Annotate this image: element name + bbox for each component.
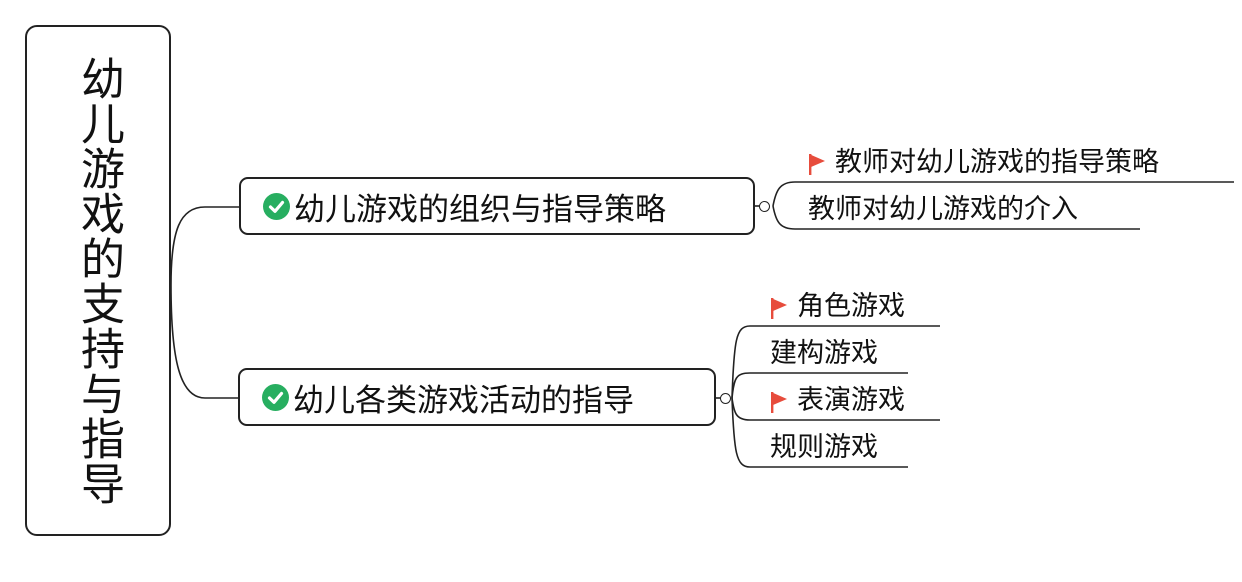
connector-leaf-2-4	[731, 397, 908, 468]
check-circle-icon	[262, 383, 289, 411]
leaf-label: 教师对幼儿游戏的介入	[808, 194, 1078, 225]
leaf-label: 规则游戏	[770, 432, 878, 463]
connector-root-topic-2	[170, 284, 238, 399]
topic-node-activities[interactable]: 幼儿各类游戏活动的指导	[238, 368, 716, 426]
leaf-node[interactable]: 建构游戏	[770, 339, 878, 369]
flag-icon	[770, 296, 788, 319]
check-circle-icon	[263, 192, 290, 220]
flag-icon	[808, 152, 826, 175]
leaf-label: 表演游戏	[797, 385, 905, 416]
collapse-toggle-topic-1[interactable]	[759, 201, 770, 212]
leaf-node[interactable]: 教师对幼儿游戏的介入	[808, 195, 1078, 225]
leaf-node[interactable]: 规则游戏	[770, 433, 878, 463]
topic-label: 幼儿游戏的组织与指导策略	[294, 191, 666, 228]
connector-root-topic-1	[170, 206, 239, 286]
leaf-label: 教师对幼儿游戏的指导策略	[835, 147, 1159, 178]
connector-leaf-2-1	[731, 325, 940, 399]
collapse-toggle-topic-2[interactable]	[720, 393, 731, 404]
leaf-node[interactable]: 教师对幼儿游戏的指导策略	[808, 148, 1159, 178]
connector-leaf-1-2	[772, 205, 1140, 230]
root-node[interactable]: 幼儿游戏的支持与指导	[25, 25, 171, 536]
leaf-node[interactable]: 角色游戏	[770, 292, 905, 322]
leaf-node[interactable]: 表演游戏	[770, 386, 905, 416]
topic-label: 幼儿各类游戏活动的指导	[293, 382, 634, 419]
connector-leaf-2-2	[731, 372, 908, 399]
leaf-label: 角色游戏	[797, 291, 905, 322]
topic-node-organization[interactable]: 幼儿游戏的组织与指导策略	[239, 177, 755, 235]
flag-icon	[770, 390, 788, 413]
connector-leaf-1-1	[772, 181, 1234, 207]
leaf-label: 建构游戏	[770, 338, 878, 369]
root-label: 幼儿游戏的支持与指导	[73, 55, 124, 506]
